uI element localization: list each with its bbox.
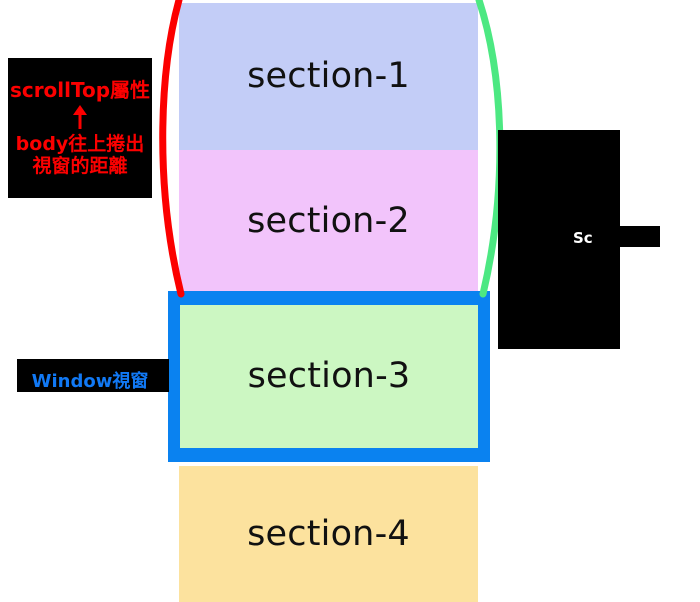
window-callout-label: Window視窗 <box>31 370 149 392</box>
scrolltop-callout-box: scrollTop屬性 body往上捲出 視窗的距離 <box>8 58 152 198</box>
section-1-block: section-1 <box>179 3 478 150</box>
window-callout-box: Window視窗 <box>17 359 169 392</box>
section-3-block: section-3 <box>180 305 478 448</box>
section-4-block: section-4 <box>179 466 478 602</box>
scrolltop-subtitle-line-1: body往上捲出 <box>15 133 145 156</box>
section-3-label: section-3 <box>247 356 411 396</box>
window-viewport-frame: section-3 <box>168 291 490 462</box>
section-2-block: section-2 <box>179 150 478 292</box>
scrolltop-subtitle-line-2: 視窗的距離 <box>32 154 128 177</box>
occlusion-bar <box>593 226 660 247</box>
section-2-label: section-2 <box>247 200 410 241</box>
section-1-label: section-1 <box>247 56 410 96</box>
scrolltop-title: scrollTop屬性 <box>9 78 151 103</box>
section-4-label: section-4 <box>247 513 410 554</box>
up-arrow-icon <box>73 105 87 130</box>
